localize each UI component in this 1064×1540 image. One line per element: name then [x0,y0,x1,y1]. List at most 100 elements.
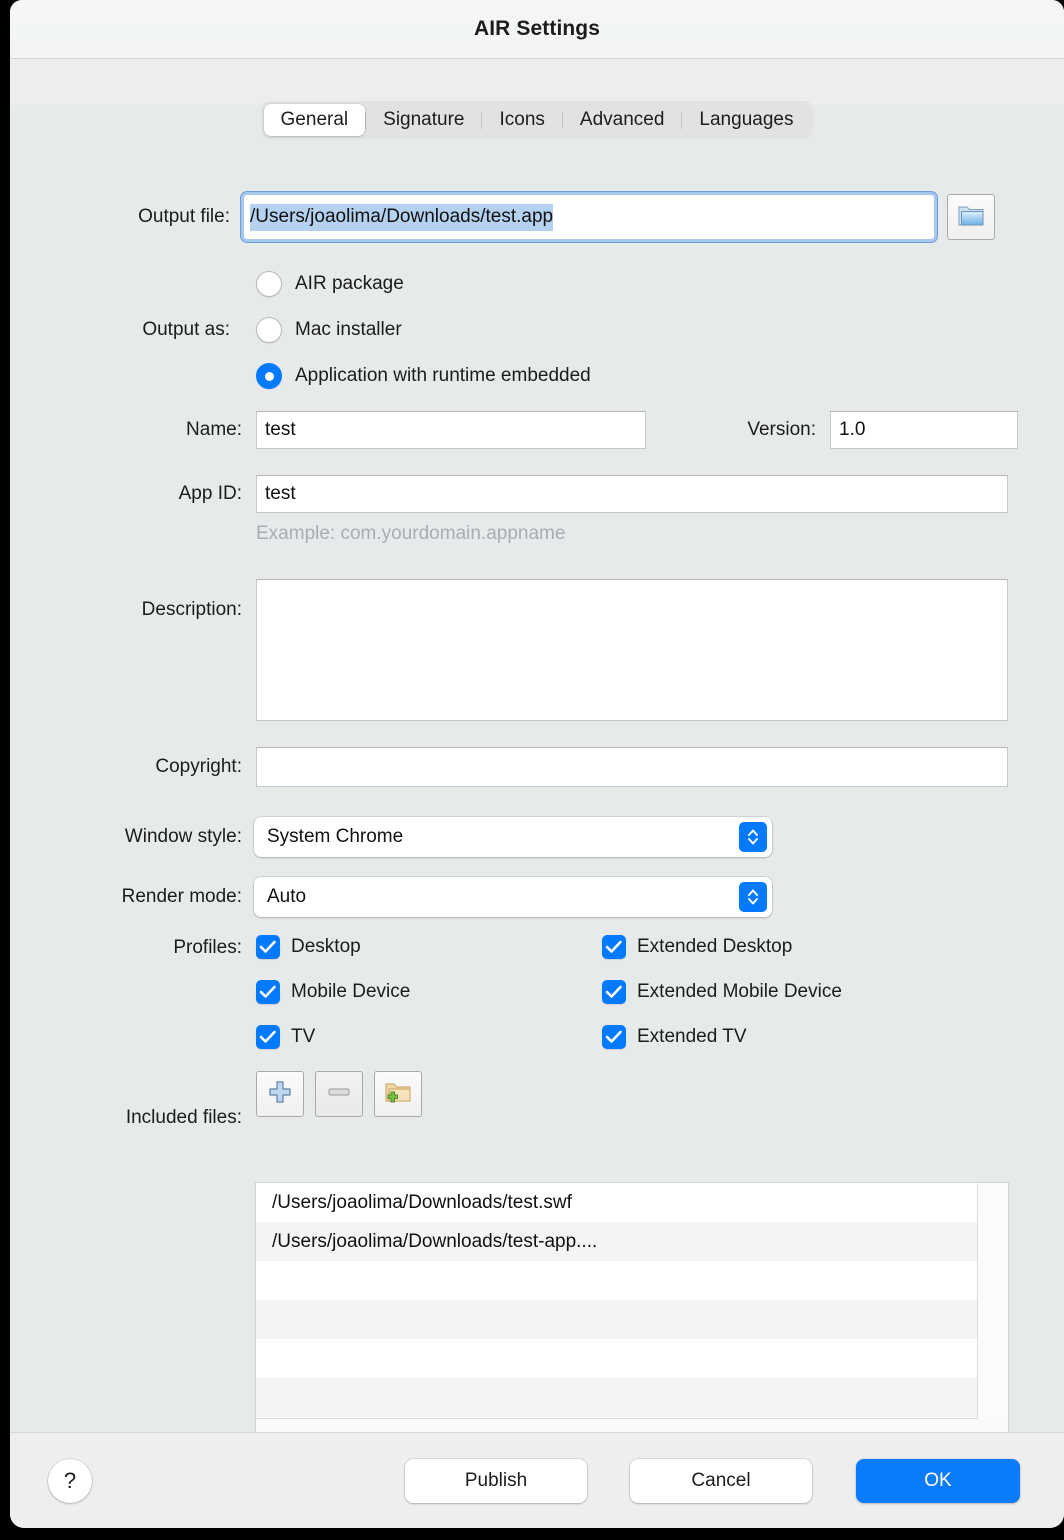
checkmark-icon [602,980,626,1004]
output-as-label: Output as: [142,319,230,340]
list-item[interactable] [256,1339,977,1378]
description-textarea[interactable] [256,579,1008,721]
add-folder-button[interactable] [374,1071,422,1117]
ok-button[interactable]: OK [856,1459,1020,1503]
checkbox-tv[interactable]: TV [256,1025,315,1049]
plus-icon [267,1079,293,1110]
name-input[interactable]: test [256,411,646,449]
content-top-spacer [10,59,1064,105]
checkbox-mobile-device-label: Mobile Device [291,981,411,1002]
list-item[interactable]: /Users/joaolima/Downloads/test.swf [272,1191,572,1213]
checkmark-icon [602,935,626,959]
tab-general[interactable]: General [263,104,366,136]
radio-mac-installer-label: Mac installer [295,319,402,340]
render-mode-value: Auto [267,886,307,907]
checkbox-extended-tv-label: Extended TV [637,1026,747,1047]
app-id-hint: Example: com.yourdomain.appname [256,523,566,544]
chevron-updown-icon [739,882,767,912]
list-item[interactable] [256,1261,977,1300]
copyright-input[interactable] [256,747,1008,787]
radio-indicator [256,317,282,343]
radio-indicator-selected [256,363,282,389]
checkbox-extended-desktop-label: Extended Desktop [637,936,793,957]
version-value: 1.0 [839,419,866,440]
list-item[interactable]: /Users/joaolima/Downloads/test-app.... [256,1222,977,1261]
checkmark-icon [256,1025,280,1049]
version-input[interactable]: 1.0 [830,411,1018,449]
checkbox-mobile-device[interactable]: Mobile Device [256,980,410,1004]
render-mode-label: Render mode: [121,886,242,907]
included-files-panel: /Users/joaolima/Downloads/test.swf /User… [256,1183,1008,1451]
radio-application-runtime-embedded-label: Application with runtime embedded [295,365,591,386]
tab-languages-label: Languages [699,109,794,130]
radio-indicator [256,271,282,297]
checkmark-icon [602,1025,626,1049]
air-settings-dialog: AIR Settings General Signature Icons Adv [10,0,1064,1528]
name-value: test [265,419,296,440]
tab-advanced-label: Advanced [579,109,665,130]
checkbox-extended-mobile-device-label: Extended Mobile Device [637,981,842,1002]
window-style-label: Window style: [124,826,242,847]
included-files-scrollbar[interactable] [977,1183,1008,1419]
name-label: Name: [186,419,242,440]
radio-air-package[interactable]: AIR package [256,261,591,307]
dialog-content: General Signature Icons Advanced Languag… [10,59,1064,1451]
output-file-input[interactable]: /Users/joaolima/Downloads/test.app [244,195,934,239]
folder-add-icon [383,1079,413,1110]
description-row: Description: [10,579,1064,721]
help-button[interactable]: ? [48,1459,92,1503]
tab-advanced[interactable]: Advanced [563,104,682,136]
cancel-button[interactable]: Cancel [630,1459,812,1503]
tab-general-label: General [280,109,349,130]
profiles-label: Profiles: [173,937,242,958]
render-mode-row: Render mode: Auto [10,877,1064,917]
version-label: Version: [747,419,816,440]
checkmark-icon [256,935,280,959]
checkbox-extended-desktop[interactable]: Extended Desktop [602,935,792,959]
output-file-value: /Users/joaolima/Downloads/test.app [250,203,554,231]
tab-icons-label: Icons [499,109,545,130]
window-style-row: Window style: System Chrome [10,817,1064,857]
output-as-row: Output as: AIR package Mac installer App… [10,261,1064,399]
chevron-updown-icon [739,822,767,852]
checkbox-extended-tv[interactable]: Extended TV [602,1025,747,1049]
radio-air-package-label: AIR package [295,273,404,294]
included-files-list[interactable]: /Users/joaolima/Downloads/test.swf /User… [256,1183,978,1419]
tab-icons[interactable]: Icons [482,104,561,136]
output-file-label: Output file: [138,206,230,227]
checkbox-extended-mobile-device[interactable]: Extended Mobile Device [602,980,842,1004]
tab-signature[interactable]: Signature [366,104,481,136]
description-label: Description: [141,599,242,620]
output-file-row: Output file: /Users/joaolima/Downloads/t… [10,194,1064,240]
app-id-label: App ID: [178,483,242,504]
window-style-value: System Chrome [267,826,404,847]
checkbox-tv-label: TV [291,1026,316,1047]
window-style-select[interactable]: System Chrome [254,817,772,857]
publish-button[interactable]: Publish [405,1459,587,1503]
included-files-toolbar [256,1071,422,1117]
list-item[interactable] [256,1378,977,1417]
radio-application-runtime-embedded[interactable]: Application with runtime embedded [256,353,591,399]
app-id-value: test [265,483,296,504]
app-id-row: App ID: test [10,475,1064,513]
dialog-footer: ? Publish Cancel OK [10,1432,1064,1528]
add-file-button[interactable] [256,1071,304,1117]
tab-separator [681,111,683,129]
tab-separator [481,111,483,129]
checkbox-desktop-label: Desktop [291,936,361,957]
tab-languages[interactable]: Languages [682,104,810,136]
copyright-label: Copyright: [155,756,242,777]
included-files-label: Included files: [125,1107,242,1128]
browse-output-button[interactable] [947,194,995,240]
title-bar: AIR Settings [10,0,1064,59]
minus-icon [326,1085,352,1103]
radio-mac-installer[interactable]: Mac installer [256,307,591,353]
checkmark-icon [256,980,280,1004]
tab-bar: General Signature Icons Advanced Languag… [260,101,814,139]
app-id-input[interactable]: test [256,475,1008,513]
render-mode-select[interactable]: Auto [254,877,772,917]
remove-file-button[interactable] [315,1071,363,1117]
list-item[interactable] [256,1300,977,1339]
page-title: AIR Settings [473,17,601,40]
checkbox-desktop[interactable]: Desktop [256,935,361,959]
